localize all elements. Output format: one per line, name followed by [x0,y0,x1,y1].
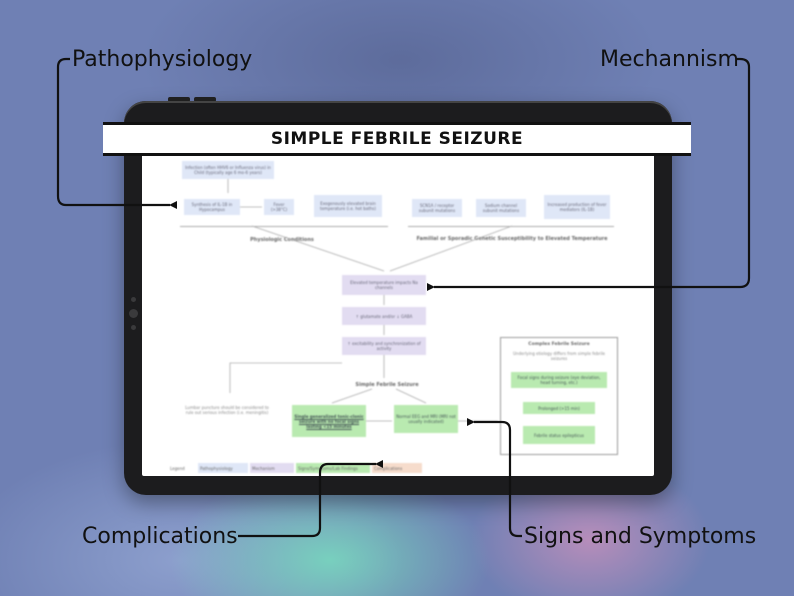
callout-pathophysiology: Pathophysiology [72,47,253,72]
green-node-eeg: Normal EEG and MRI (MRI not usually indi… [394,405,458,433]
complex-box: Complex Febrile Seizure Underlying etiol… [500,337,618,455]
node-brain-temp: Exogenously elevated brain temperature (… [314,195,382,217]
camera-icon [131,325,136,330]
camera-icon [129,309,138,318]
left-note: Lumbar puncture should be considered to … [185,405,269,415]
node-fever: Fever (>38°C) [264,199,294,215]
node-na-channels: Elevated temperature impacts Na channels [342,275,426,295]
node-glutamate: ↑ glutamate and/or ↓ GABA [342,307,426,325]
diagram-content: Infection (often HHV6 or Influenza virus… [142,153,654,476]
tablet-button [168,97,190,102]
bracket-left [180,226,388,227]
complex-item: Febrile status epilepticus [523,426,595,444]
complex-title: Complex Febrile Seizure [528,342,590,347]
group-label-physiologic: Physiologic Conditions [250,237,314,243]
legend-complications: Complications [372,463,422,473]
callout-mechanism: Mechannism [600,47,739,72]
legend-title: Legend [170,465,185,471]
complex-subtitle: Underlying etiology differs from simple … [512,351,606,361]
camera-icon [131,297,136,302]
complex-item: Focal signs during seizure (eye deviatio… [511,372,607,388]
green-node-seizure: Single generalized tonic-clonic seizure … [292,405,366,437]
diagram-connectors [227,179,513,422]
page-title: SIMPLE FEBRILE SEIZURE [103,122,691,156]
callout-complications: Complications [82,524,238,549]
callout-signs: Signs and Symptoms [524,524,757,549]
infection-node: Infection (often HHV6 or Influenza virus… [182,161,274,179]
node-excitability: ↑ excitability and synchronization of ac… [342,337,426,355]
tablet-screen: Infection (often HHV6 or Influenza virus… [142,153,654,476]
node-il1b: Synthesis of IL-1B in Hypocampus [184,199,240,215]
legend-pathophysiology: Pathophysiology [198,463,248,473]
tablet-button [194,97,216,102]
center-label: Simple Febrile Seizure [355,382,419,388]
complex-item: Prolonged (>15 min) [523,402,595,414]
